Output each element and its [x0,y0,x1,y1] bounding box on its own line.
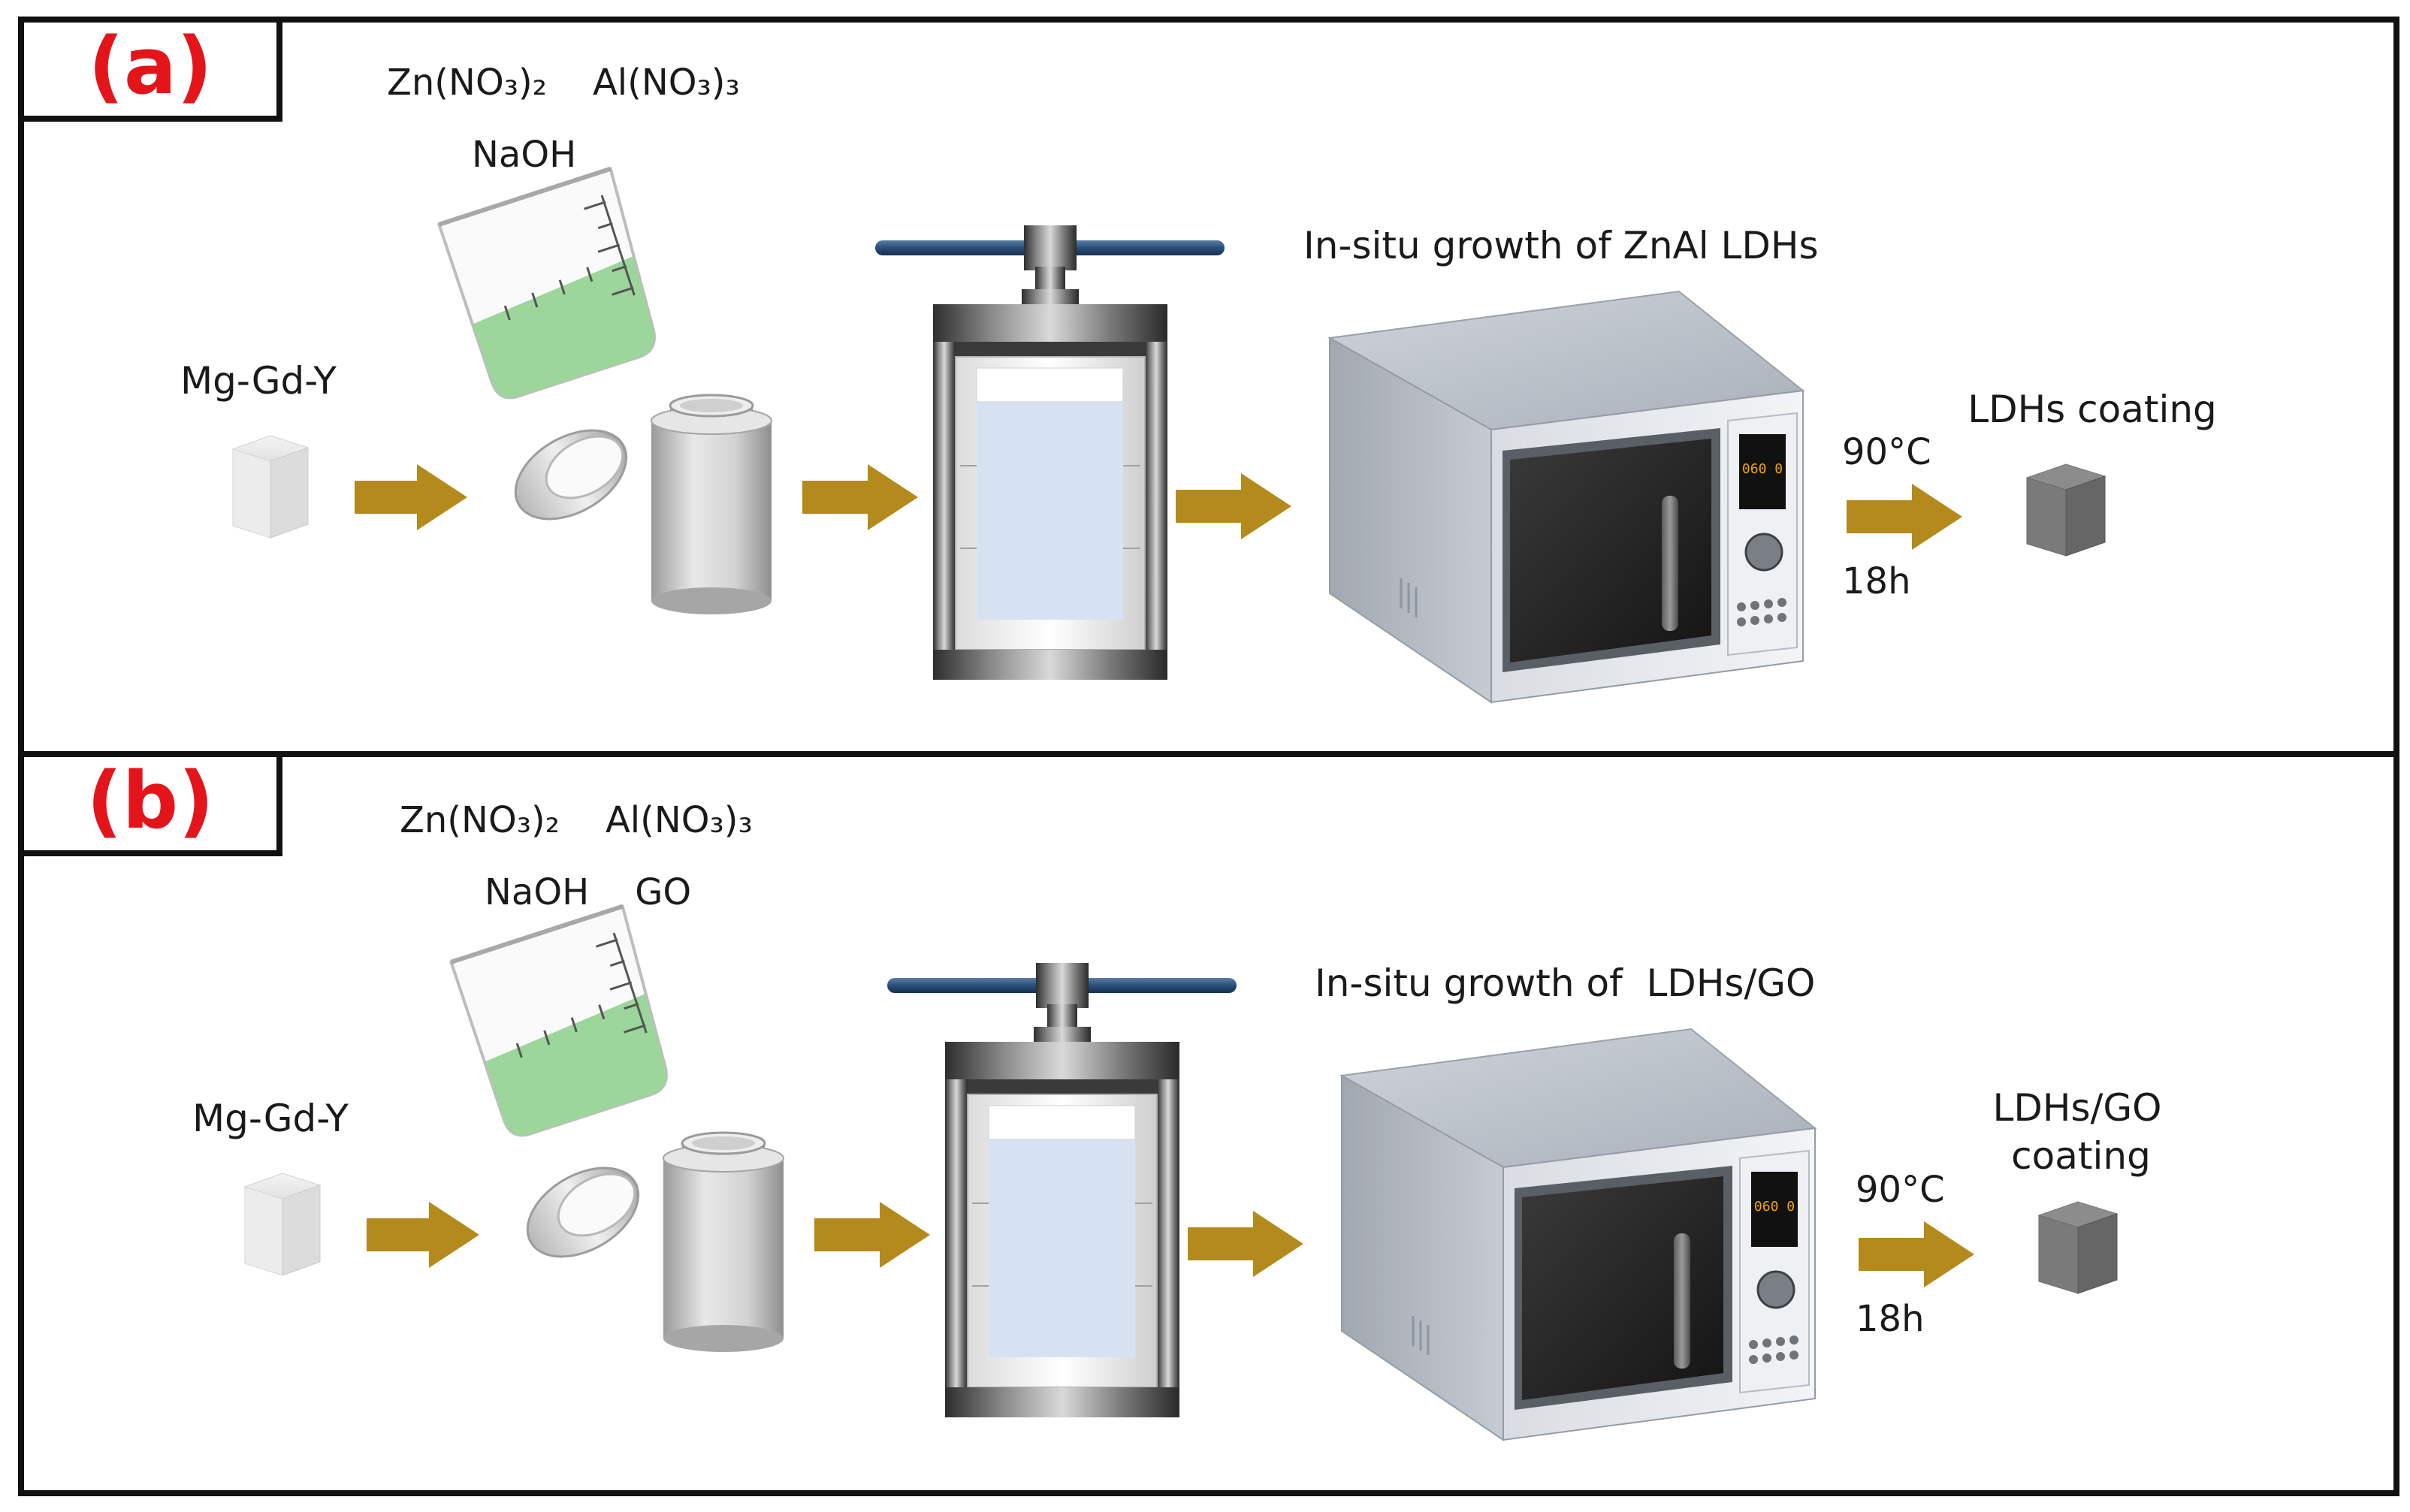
panel-a-tag-box [18,17,282,122]
panel-a-reagents-line2: NaOH [472,134,576,176]
panel-a-temperature: 90°C [1842,431,1931,473]
panel-a-tag: (a) [88,20,212,112]
panel-a-illustration [233,169,2105,702]
panel-b: (b) Zn(NO₃)₂ Al(NO₃)₃ NaOH GO Mg-Gd-Y In… [18,751,2399,1496]
panel-b-illustration [245,907,2117,1440]
panel-b-reagents-line2: NaOH GO [485,871,691,913]
panel-a-duration: 18h [1842,560,1911,602]
panel-b-temperature: 90°C [1856,1169,1945,1211]
panel-a-substrate-label: Mg-Gd-Y [180,359,337,403]
panel-b-oven-display: 060 0 [1754,1199,1795,1215]
panel-b-tag-box [18,751,282,856]
panel-b-frame [18,751,2399,1496]
panel-a-product-label: LDHs coating [1968,388,2217,431]
panel-b-substrate-label: Mg-Gd-Y [192,1097,349,1140]
panel-b-reagents-line1: Zn(NO₃)₂ Al(NO₃)₃ [400,799,753,841]
panel-a-process-label: In-situ growth of ZnAl LDHs [1303,224,1819,267]
panel-b-process-label: In-situ growth of LDHs/GO [1315,961,1815,1005]
panel-a-frame [18,17,2399,757]
panel-a: (a) Zn(NO₃)₂ Al(NO₃)₃ NaOH Mg-Gd-Y In-si… [18,17,2399,757]
panel-a-reagents-line1: Zn(NO₃)₂ Al(NO₃)₃ [387,62,740,104]
panel-b-tag: (b) [86,755,214,847]
panel-b-product-label-line2: coating [2011,1134,2151,1178]
panel-a-oven-display: 060 0 [1742,461,1783,477]
panel-b-duration: 18h [1856,1298,1925,1340]
panel-b-product-label-line1: LDHs/GO [1993,1086,2162,1130]
